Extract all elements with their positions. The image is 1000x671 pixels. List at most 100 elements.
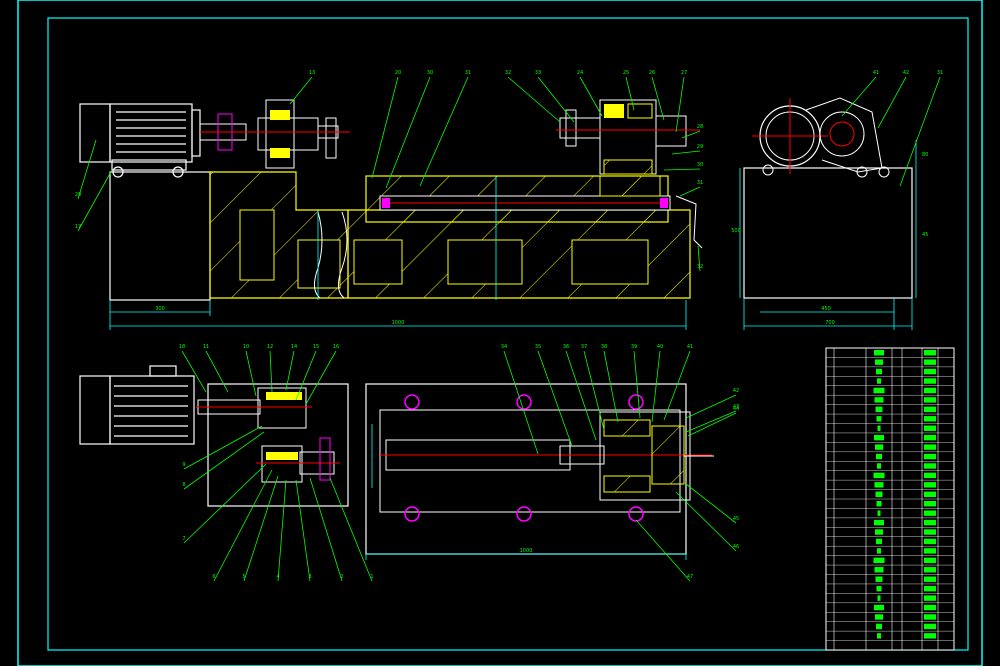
table-cell-name-19 (874, 519, 884, 526)
balloon-bot-top-5-leader (295, 350, 317, 401)
table-cell-name-11 (875, 444, 883, 450)
balloon-top-side-0-leader (77, 169, 113, 232)
slots (404, 394, 644, 522)
balloon-bot-top-9-leader (565, 350, 597, 441)
balloon-bot-top-7: 34 (501, 344, 507, 350)
table-cell-material-3 (924, 368, 936, 375)
front-dimension (109, 300, 687, 330)
balloon-top-4-leader (537, 76, 575, 123)
balloon-bot-r-1-leader (685, 483, 737, 524)
balloon-bot-top-10: 37 (581, 344, 587, 350)
table-cell-name-14 (873, 472, 885, 479)
gearbox-bottom (196, 387, 340, 483)
table-cell-material-24 (924, 567, 936, 573)
balloon-side-0: 41 (873, 70, 879, 76)
balloon-bot-l-6-leader (295, 479, 311, 582)
table-cell-name-7 (875, 406, 883, 413)
balloon-bot-top-15-leader (685, 394, 737, 419)
table-cell-name-8 (876, 416, 882, 422)
table-cell-name-20 (875, 529, 883, 535)
balloon-top-13: 32 (697, 264, 703, 270)
balloon-top-side-1: 13 (309, 70, 315, 76)
balloon-top-5-leader (579, 76, 603, 117)
balloon-bot-top-1-leader (205, 350, 229, 393)
balloon-bot-top-7-leader (503, 350, 539, 455)
side-dim-h2: 500 (731, 228, 741, 234)
front-view: 300 1000 (79, 99, 703, 330)
balloon-top-side-2: 29 (75, 192, 81, 198)
table-cell-name-16 (875, 491, 883, 497)
balloon-bot-top-14-leader (663, 350, 691, 421)
table-cell-material-25 (924, 576, 936, 582)
motor-bottom (79, 365, 195, 445)
table-cell-name-2 (875, 359, 883, 365)
side-dim-width: 450 (821, 306, 831, 312)
balloon-bot-l-3: 6 (212, 574, 215, 580)
balloon-top-12: 31 (697, 180, 703, 186)
balloon-bot-l-2: 7 (182, 536, 185, 542)
table-cell-name-6 (874, 397, 884, 403)
balloon-bot-l-8-leader (329, 477, 373, 582)
side-dim-h1: 80 (922, 152, 928, 158)
table-cell-material-11 (924, 444, 936, 450)
balloon-bot-top-4: 14 (291, 344, 297, 350)
table-cell-material-31 (924, 633, 936, 639)
balloon-bot-top-16: 43 (733, 404, 739, 410)
table-cell-name-10 (874, 434, 884, 441)
balloon-bot-top-3: 12 (267, 344, 273, 350)
balloon-top-0: 20 (395, 70, 401, 76)
table-cell-material-9 (924, 425, 936, 431)
balloon-bot-top-11-leader (603, 350, 619, 423)
balloon-side-0-leader (841, 76, 877, 117)
table-cell-material-2 (924, 359, 936, 365)
balloon-top-9: 28 (697, 124, 703, 130)
table-cell-name-23 (873, 557, 885, 564)
balloon-bot-r-3-leader (635, 519, 691, 582)
table-cell-name-12 (876, 453, 882, 460)
main-bed (338, 209, 691, 299)
balloon-bot-top-0: 18 (179, 344, 185, 350)
dim-overall: 1000 (392, 320, 405, 326)
table-cell-material-18 (924, 510, 936, 516)
balloon-bot-top-13-leader (651, 350, 661, 423)
table-cell-name-1 (874, 350, 884, 356)
balloon-top-2-leader (419, 76, 469, 187)
balloon-bot-top-3-leader (269, 350, 273, 393)
balloon-bot-top-14: 41 (687, 344, 693, 350)
table-cell-name-30 (876, 623, 882, 630)
balloon-bot-l-6: 3 (308, 574, 311, 580)
table-cell-name-17 (876, 501, 882, 507)
balloon-bot-top-2-leader (245, 350, 257, 397)
balloon-top-11-leader (663, 168, 701, 171)
table-cell-name-4 (877, 378, 881, 384)
balloon-bot-r-0-leader (687, 412, 737, 437)
balloon-bot-r-2-leader (675, 491, 737, 552)
table-cell-name-18 (877, 510, 881, 516)
inner-frame (47, 17, 969, 651)
table-cell-name-28 (874, 604, 884, 611)
table-cell-name-5 (873, 387, 885, 394)
balloon-top-side-1-leader (289, 76, 313, 105)
table-cell-material-13 (924, 463, 936, 469)
balloon-bot-l-5: 4 (276, 574, 279, 580)
balloon-bot-l-7-leader (309, 477, 343, 582)
table-cell-material-19 (924, 519, 936, 526)
table-cell-material-30 (924, 623, 936, 630)
balloon-bot-top-0-leader (181, 350, 207, 393)
table-cell-material-26 (924, 585, 936, 592)
balloon-bot-l-0: 9 (182, 462, 185, 468)
table-cell-material-8 (924, 416, 936, 422)
table-cell-material-29 (924, 614, 936, 620)
table-cell-material-27 (924, 595, 936, 601)
table-cell-name-29 (875, 614, 883, 620)
balloon-top-3-leader (507, 76, 561, 123)
side-gear (819, 111, 865, 157)
table-cell-name-31 (877, 633, 881, 639)
balloon-top-7-leader (651, 76, 665, 121)
balloon-bot-top-9: 36 (563, 344, 569, 350)
dim-left: 300 (155, 306, 165, 312)
spindle-unit-top (556, 99, 703, 249)
balloon-bot-l-1-leader (183, 431, 265, 490)
balloon-top-1: 30 (427, 70, 433, 76)
